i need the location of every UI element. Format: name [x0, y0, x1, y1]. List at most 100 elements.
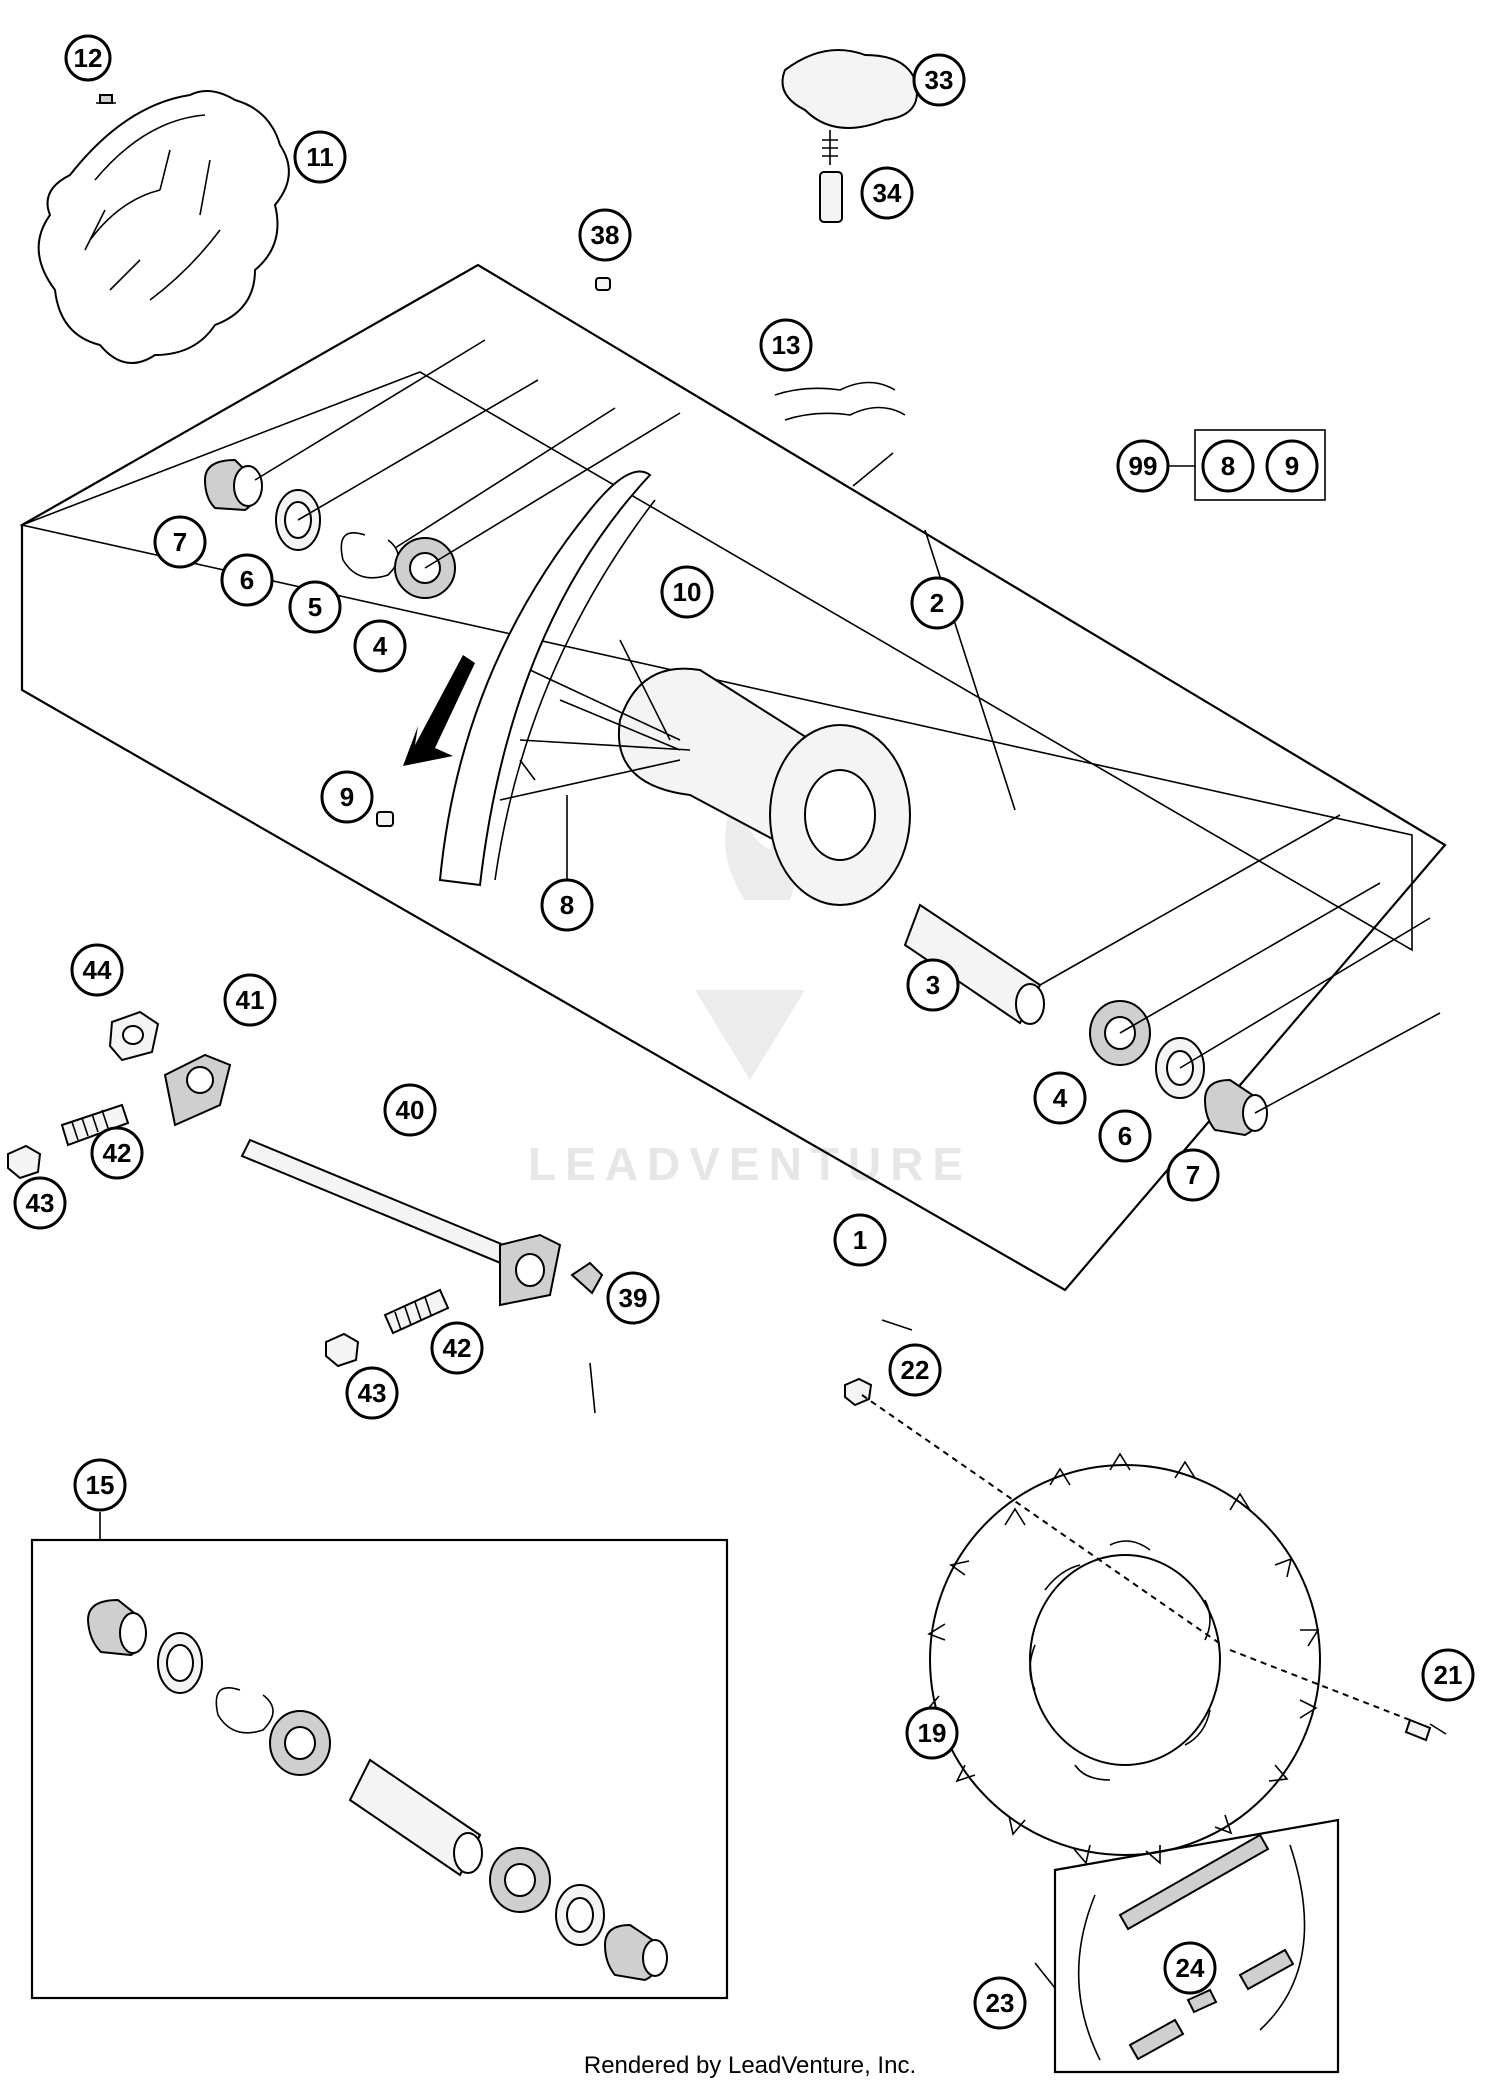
- wheel-hub: [617, 667, 911, 906]
- callout-24-label: 24: [1176, 1953, 1205, 1983]
- disc-bolt: [96, 94, 116, 104]
- callout-22: 22: [888, 1343, 942, 1397]
- leadventure-watermark: LEADVENTURE: [528, 780, 972, 1190]
- callout-41: 41: [223, 973, 277, 1027]
- callout-7-left-label: 7: [173, 527, 187, 557]
- callout-11-label: 11: [306, 142, 334, 172]
- callout-41-label: 41: [236, 985, 265, 1015]
- callout-11: 11: [293, 130, 347, 184]
- callout-9: 9: [320, 770, 374, 824]
- wheel-spokes: [499, 639, 691, 801]
- chain-kit-box: [1053, 1818, 1340, 2074]
- callout-21: 21: [1421, 1648, 1475, 1702]
- adjuster-nut-left: [7, 1144, 42, 1180]
- callout-9-kit: 9: [1265, 439, 1319, 493]
- brake-disc: [37, 90, 290, 364]
- adjuster-bolt-right: [383, 1288, 450, 1335]
- adjuster-bolt-left: [60, 1103, 130, 1147]
- callout-34: 34: [860, 166, 914, 220]
- rear-sprocket: [925, 1452, 1321, 1865]
- callout-8: 8: [540, 878, 594, 932]
- kit-group-box: [1194, 429, 1326, 501]
- chain-adjuster: [163, 1053, 232, 1127]
- callout-4-left-label: 4: [373, 631, 388, 661]
- sprocket-fastener-axis: [861, 1394, 1411, 1721]
- axle-nut: [108, 1010, 160, 1062]
- callout-2-label: 2: [930, 588, 944, 618]
- callout-42-left-label: 42: [103, 1138, 132, 1168]
- axle: [240, 1138, 562, 1307]
- wheel-assembly-box: [20, 263, 1447, 1292]
- valve-cap: [595, 277, 611, 291]
- bearing-stack-left: [203, 458, 456, 599]
- callout-13-label: 13: [772, 330, 801, 360]
- callout-7-right: 7: [1166, 1148, 1220, 1202]
- callout-5: 5: [288, 580, 342, 634]
- callout-23: 23: [973, 1976, 1027, 2030]
- chain-slider-bolt: [570, 1261, 604, 1295]
- callout-42-right: 42: [430, 1321, 484, 1375]
- callout-4-right-label: 4: [1053, 1083, 1068, 1113]
- bearing-kit-box: [30, 1538, 729, 2000]
- callout-12: 12: [64, 34, 112, 82]
- callout-9-label: 9: [340, 782, 354, 812]
- callout-33: 33: [912, 53, 966, 107]
- callout-44: 44: [70, 943, 124, 997]
- callout-39-label: 39: [619, 1283, 648, 1313]
- callout-8-label: 8: [560, 890, 574, 920]
- callout-43-right-label: 43: [358, 1378, 387, 1408]
- wheel-inner-outline: [19, 371, 1413, 952]
- leader-lines: [254, 339, 1441, 1989]
- callout-7-left: 7: [153, 515, 207, 569]
- callout-9-kit-label: 9: [1285, 451, 1299, 481]
- callout-3: 3: [906, 958, 960, 1012]
- callout-2: 2: [910, 576, 964, 630]
- callout-6-right-label: 6: [1118, 1121, 1132, 1151]
- callout-43-right: 43: [345, 1366, 399, 1420]
- rim-lock-nut: [819, 171, 843, 223]
- callout-21-label: 21: [1434, 1660, 1463, 1690]
- callout-12-label: 12: [74, 43, 103, 73]
- callout-99-label: 99: [1129, 451, 1158, 481]
- callout-13: 13: [759, 318, 813, 372]
- adjuster-nut-right: [325, 1332, 360, 1368]
- callout-6-left-label: 6: [240, 565, 254, 595]
- rim-tape: [774, 381, 906, 421]
- callout-40-label: 40: [396, 1095, 425, 1125]
- callout-4-left: 4: [353, 619, 407, 673]
- callout-23-label: 23: [986, 1988, 1015, 2018]
- watermark-text: LEADVENTURE: [528, 1138, 972, 1190]
- callout-39: 39: [606, 1271, 660, 1325]
- callout-15-label: 15: [86, 1470, 115, 1500]
- drive-chain: [1077, 1833, 1306, 2061]
- callout-42-right-label: 42: [443, 1333, 472, 1363]
- callout-3-label: 3: [926, 970, 940, 1000]
- callout-40: 40: [383, 1083, 437, 1137]
- wheel-spacer-tube: [903, 903, 1045, 1025]
- callout-42-left: 42: [90, 1126, 144, 1180]
- callout-7-right-label: 7: [1186, 1160, 1200, 1190]
- callout-44-label: 44: [83, 955, 112, 985]
- callout-38-label: 38: [591, 220, 620, 250]
- callout-43-left: 43: [13, 1176, 67, 1230]
- callout-8-kit-label: 8: [1221, 451, 1235, 481]
- rotation-arrow: [403, 655, 475, 766]
- rim-lock-part: [781, 49, 918, 165]
- callout-10: 10: [660, 565, 714, 619]
- callout-33-label: 33: [925, 65, 954, 95]
- callout-22-label: 22: [901, 1355, 930, 1385]
- callout-4-right: 4: [1033, 1071, 1087, 1125]
- callout-19-label: 19: [918, 1718, 947, 1748]
- callout-19: 19: [905, 1706, 959, 1760]
- callout-15: 15: [73, 1458, 127, 1512]
- callout-1: 1: [833, 1213, 887, 1267]
- bearing-kit-parts: [86, 1598, 668, 1982]
- spoke-nipple: [376, 811, 394, 827]
- sprocket-nut: [844, 1377, 873, 1407]
- footer-credit: Rendered by LeadVenture, Inc.: [583, 2052, 917, 2079]
- callout-5-label: 5: [308, 592, 322, 622]
- callout-99: 99: [1116, 439, 1170, 493]
- callout-38: 38: [578, 208, 632, 262]
- callout-24: 24: [1163, 1941, 1217, 1995]
